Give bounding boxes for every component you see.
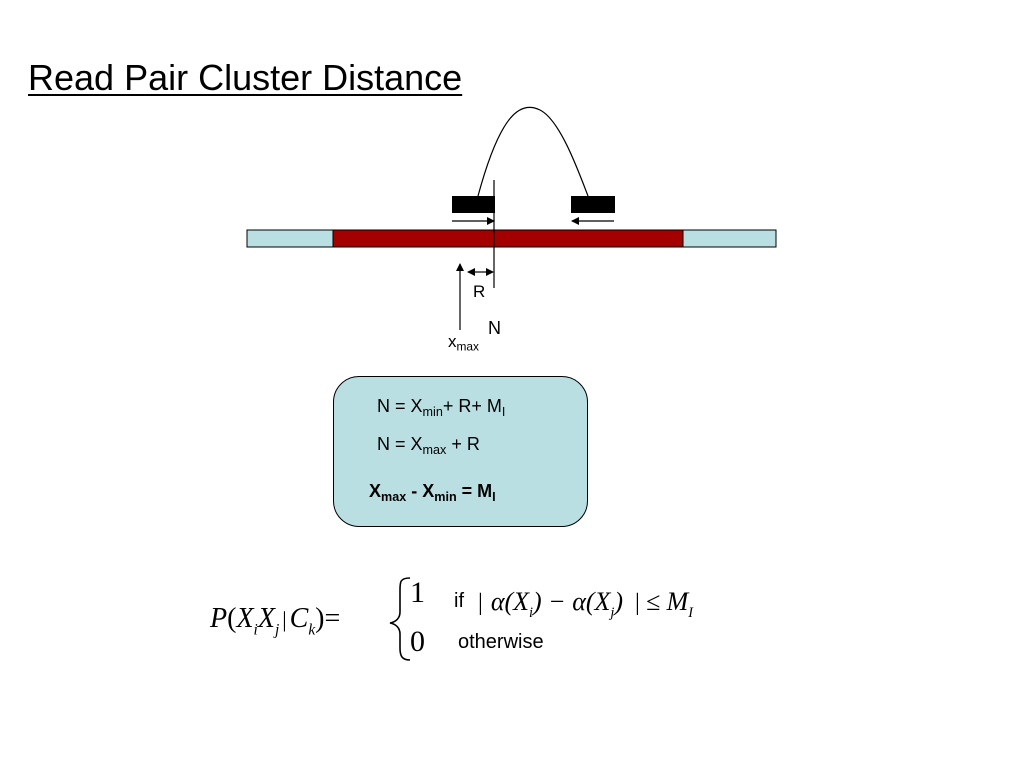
- case-2-value: 0: [410, 625, 425, 658]
- label-r: R: [473, 282, 486, 301]
- case-1-if: if: [454, 590, 464, 612]
- cases-brace: [389, 577, 411, 661]
- page-title: Read Pair Cluster Distance: [28, 57, 463, 98]
- label-xmax: xmax: [448, 332, 479, 354]
- genome-flank-right: [682, 229, 777, 248]
- case-1-condition: |α(Xi) − α(Xj)|≤ MI: [478, 587, 694, 622]
- equations-box: N = Xmin+ R+ MI N = Xmax + R Xmax - Xmin…: [333, 376, 588, 527]
- label-n: N: [488, 318, 501, 338]
- probability-formula-lhs: P(XiXj|Ck)=: [210, 603, 341, 639]
- case-2-otherwise: otherwise: [458, 631, 544, 653]
- equation-n-max: N = Xmax + R: [377, 434, 480, 457]
- read-left: [452, 196, 495, 213]
- genome-flank-left: [246, 229, 334, 248]
- case-1-value: 1: [410, 576, 425, 609]
- equation-n-min: N = Xmin+ R+ MI: [377, 396, 506, 419]
- pair-link-arc: [477, 106, 589, 197]
- read-right: [571, 196, 615, 213]
- equation-xmax-minus-xmin: Xmax - Xmin = MI: [369, 481, 496, 504]
- cluster-region: [332, 229, 684, 248]
